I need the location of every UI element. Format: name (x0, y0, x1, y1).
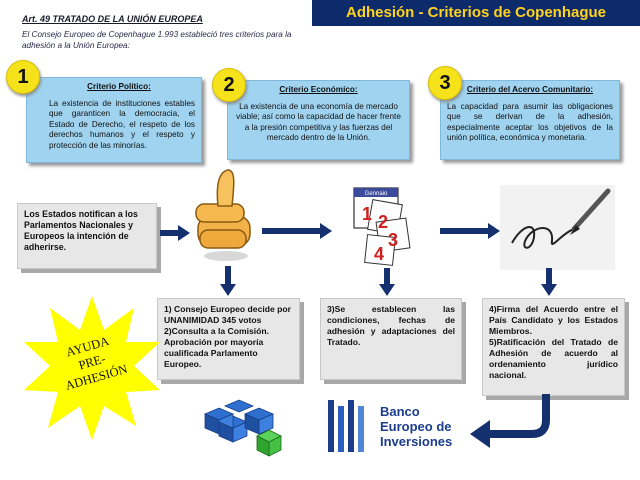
arrow-down-icon (541, 268, 557, 296)
article-intro: El Consejo Europeo de Copenhague 1.993 e… (22, 30, 292, 50)
criterion-title: Criterio Político (87, 82, 149, 91)
bank-logo-mark-icon (328, 400, 364, 452)
arrow-right-icon (160, 225, 190, 241)
firma-step-text-1: 4)Firma del Acuerdo entre el País Candid… (489, 304, 618, 336)
calendar-number-2: 2 (378, 212, 388, 232)
criterion-body: La existencia de una economía de mercado… (236, 101, 401, 143)
condiciones-step-box: 3)Se establecen las condiciones, fechas … (320, 298, 462, 380)
arrow-down-icon (220, 266, 236, 296)
article-title: Art. 49 TRATADO DE LA UNIÓN EUROPEA (22, 14, 203, 24)
consejo-step-text-2: 2)Consulta a la Comisión. Aprobación por… (164, 326, 270, 369)
criterion-economic-box: Criterio Económico: La existencia de una… (227, 80, 410, 160)
bank-name-line1: Banco (380, 404, 420, 419)
calendar-icon: Gennaio 1 2 3 4 (353, 187, 411, 266)
criterion-title: Criterio Económico: (279, 85, 358, 94)
star-burst-icon (24, 296, 160, 440)
consejo-step-text-1: 1) Consejo Europeo decide por UNANIMIDAD… (164, 304, 292, 325)
arrow-down-icon (379, 268, 395, 296)
consejo-step-box: 1) Consejo Europeo decide por UNANIMIDAD… (157, 298, 300, 380)
notify-step-text: Los Estados notifican a los Parlamentos … (24, 209, 138, 252)
bent-arrow-icon (470, 394, 550, 448)
calendar-number-3: 3 (388, 230, 398, 250)
calendar-number-1: 1 (362, 204, 372, 224)
firma-step-box: 4)Firma del Acuerdo entre el País Candid… (482, 298, 625, 396)
arrow-right-icon (262, 223, 332, 239)
notify-step-box: Los Estados notifican a los Parlamentos … (17, 203, 157, 269)
bank-name-line3: Inversiones (380, 434, 453, 449)
bank-logo: Banco Europeo de Inversiones (320, 392, 460, 460)
firma-step-text-2: 5)Ratificación del Tratado de Adhesión d… (489, 337, 618, 380)
number-badge-1: 1 (6, 60, 40, 94)
pen-signature-icon (500, 185, 615, 270)
calendar-month: Gennaio (365, 191, 388, 197)
criterion-body: La capacidad para asumir las obligacione… (447, 101, 613, 143)
thumbs-up-icon (195, 169, 251, 261)
criterion-body: La existencia de instituciones estables … (49, 98, 195, 150)
criterion-acquis-box: Criterio del Acervo Comunitario: La capa… (440, 80, 620, 160)
criterion-title: Criterio del Acervo Comunitario: (466, 85, 594, 94)
criterion-political-box: Criterio Político: La existencia de inst… (26, 77, 202, 163)
criterion-title-suffix: : (148, 82, 151, 91)
arrow-right-icon (440, 223, 500, 239)
number-badge-3: 3 (428, 66, 462, 100)
number-badge-2: 2 (212, 68, 246, 102)
bank-name-line2: Europeo de (380, 419, 452, 434)
condiciones-step-text: 3)Se establecen las condiciones, fechas … (327, 304, 455, 347)
cubes-icon (203, 399, 282, 457)
bank-name: Banco Europeo de Inversiones (380, 404, 452, 449)
calendar-number-4: 4 (374, 244, 384, 264)
title-banner: Adhesión - Criterios de Copenhague (312, 0, 640, 26)
